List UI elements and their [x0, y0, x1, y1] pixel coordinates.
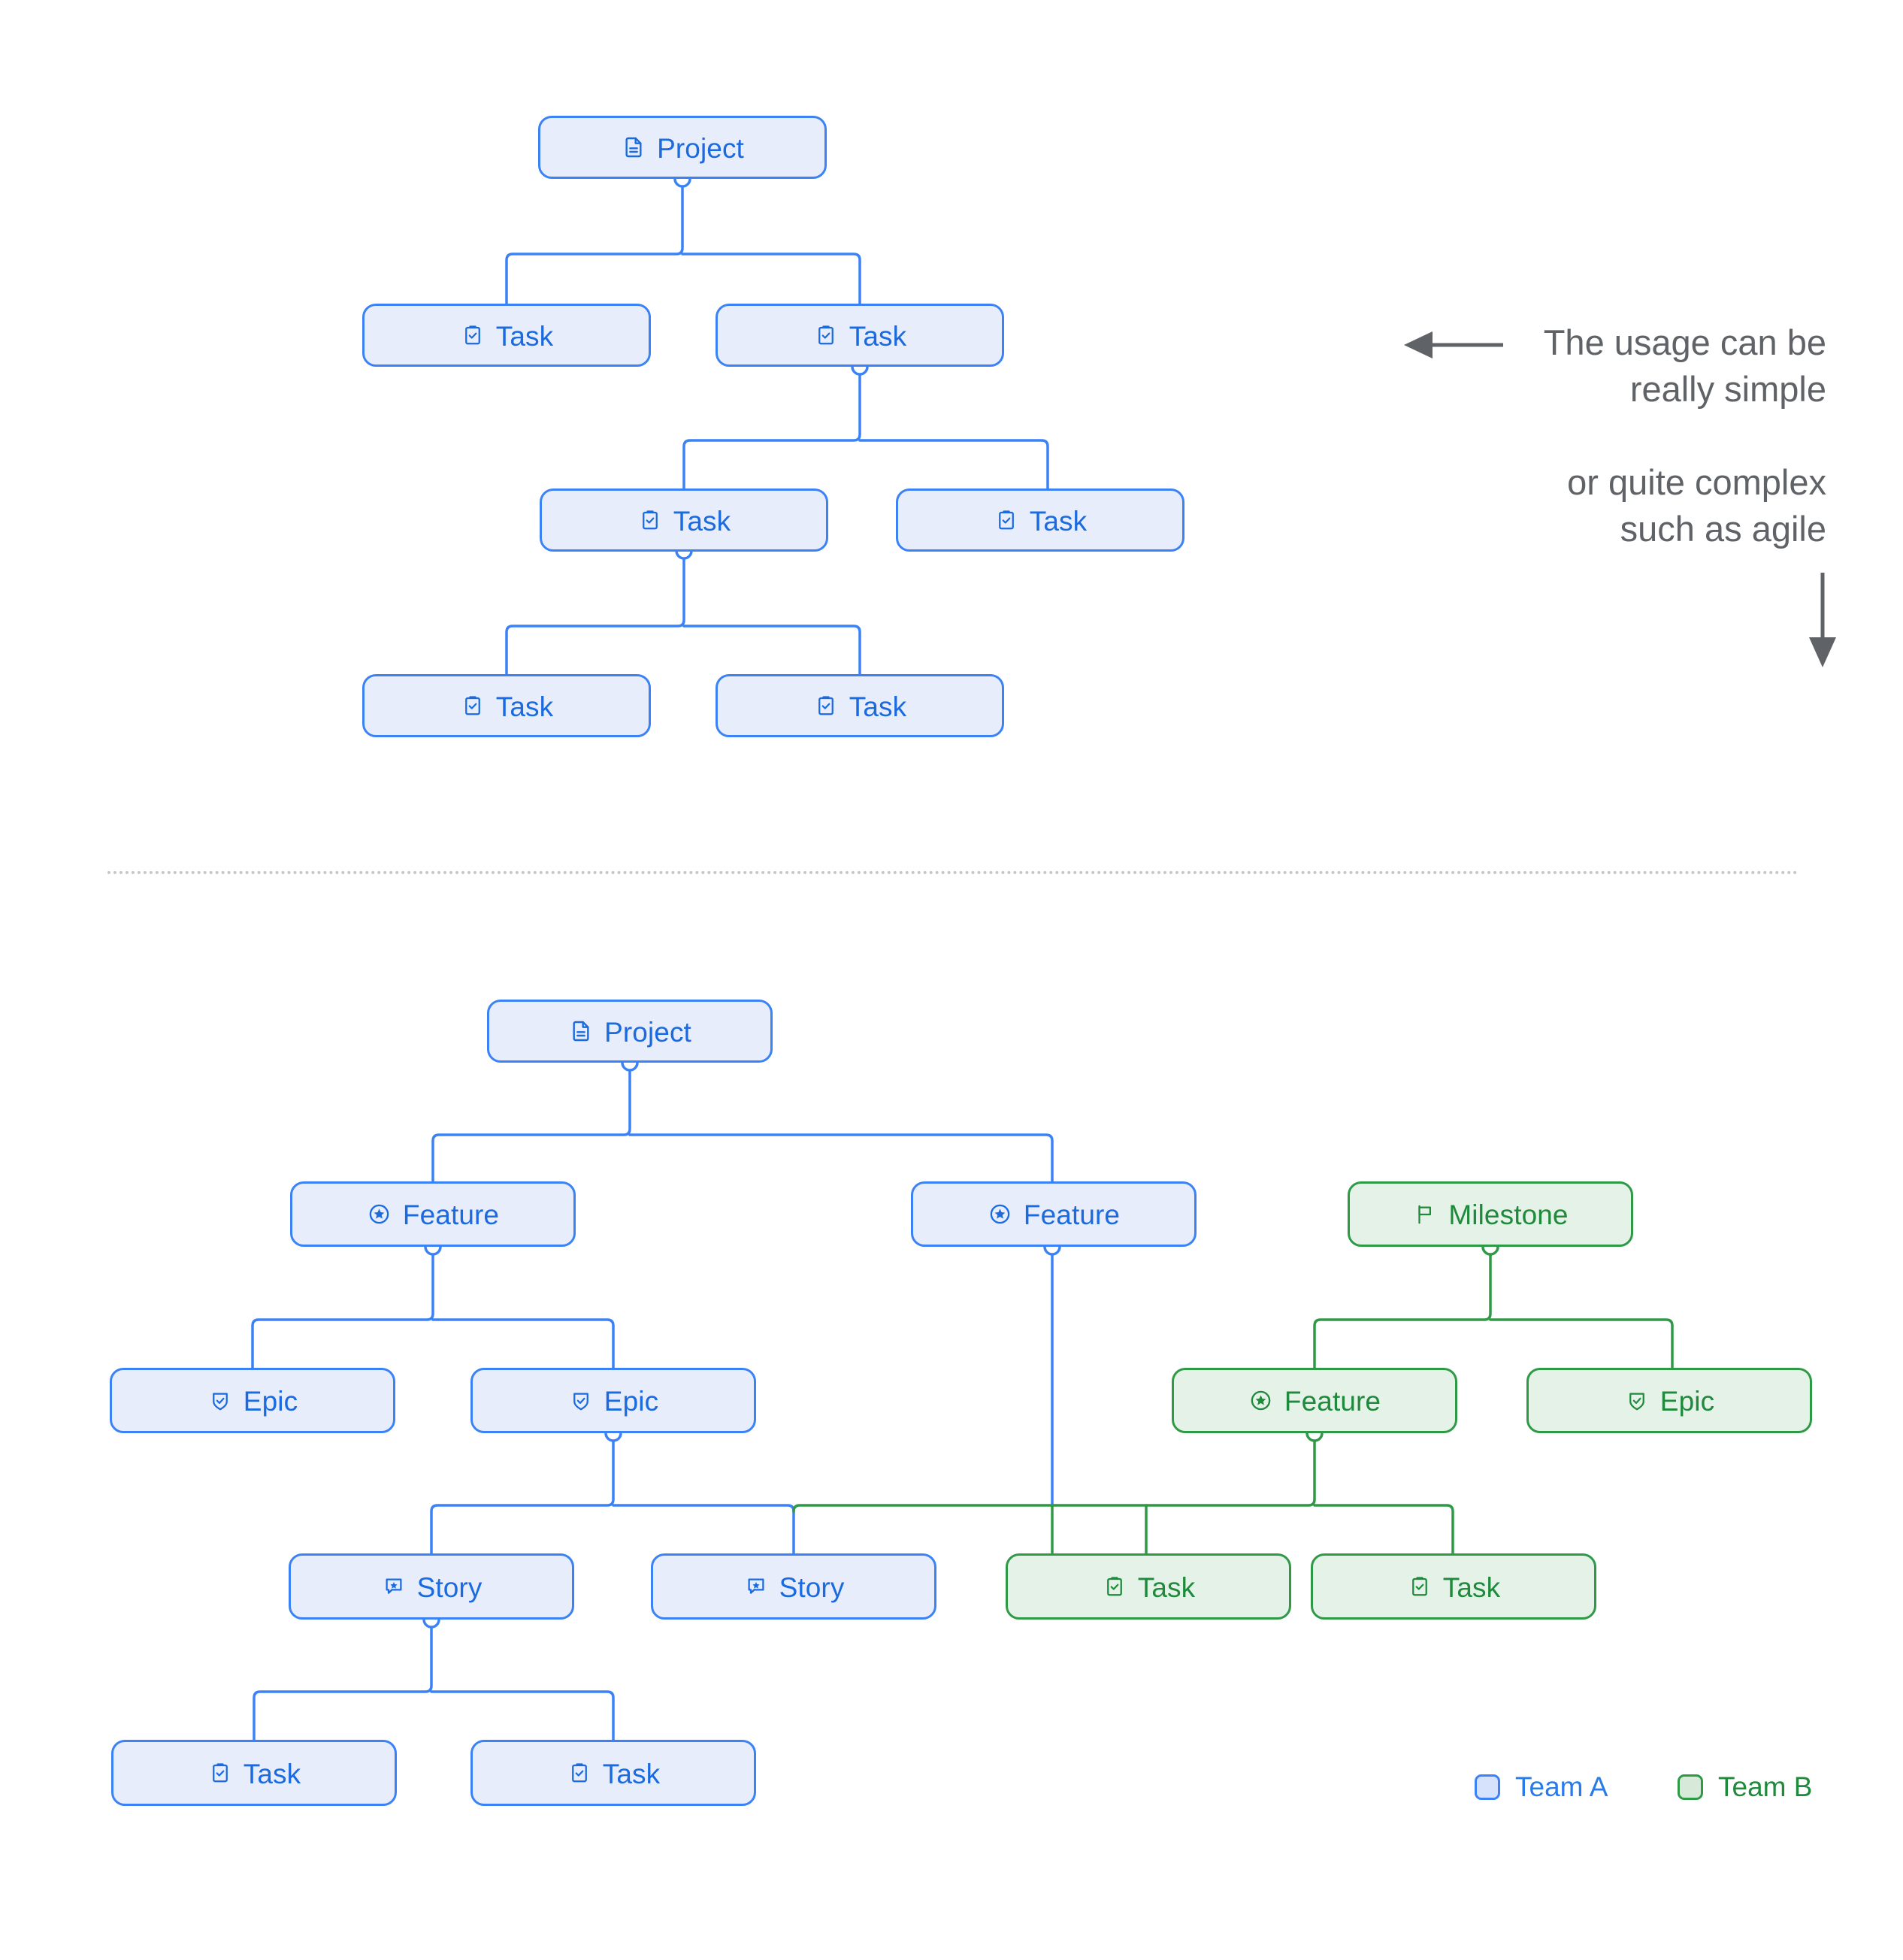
node-task[interactable]: Task — [470, 1740, 756, 1806]
node-story[interactable]: Story — [289, 1553, 574, 1620]
legend-label-team-b: Team B — [1718, 1771, 1813, 1802]
chat-star-icon — [743, 1574, 769, 1599]
node-project[interactable]: Project — [487, 1000, 773, 1063]
node-task[interactable]: Task — [362, 304, 651, 367]
shield-check-icon — [207, 1388, 233, 1414]
node-label: Task — [673, 505, 731, 537]
node-label: Task — [1442, 1571, 1501, 1603]
node-epic[interactable]: Epic — [110, 1368, 395, 1433]
clipboard-check-icon — [813, 693, 839, 718]
legend-swatch-team-a — [1475, 1774, 1500, 1800]
annotation-arrow-down — [1809, 573, 1836, 667]
star-circle-icon — [1248, 1388, 1274, 1414]
node-label: Task — [495, 691, 554, 722]
clipboard-check-icon — [1407, 1574, 1433, 1599]
node-task[interactable]: Task — [716, 674, 1004, 737]
clipboard-check-icon — [460, 322, 486, 348]
node-feature[interactable]: Feature — [1172, 1368, 1457, 1433]
shield-check-icon — [1624, 1388, 1650, 1414]
clipboard-check-icon — [994, 507, 1019, 533]
node-epic[interactable]: Epic — [470, 1368, 756, 1433]
node-label: Project — [604, 1016, 691, 1048]
node-label: Task — [1029, 505, 1088, 537]
clipboard-check-icon — [813, 322, 839, 348]
clipboard-check-icon — [637, 507, 663, 533]
flag-icon — [1412, 1202, 1438, 1227]
chat-star-icon — [381, 1574, 407, 1599]
clipboard-check-icon — [567, 1760, 592, 1786]
node-label: Epic — [243, 1386, 298, 1417]
node-milestone[interactable]: Milestone — [1348, 1181, 1633, 1247]
annotation-text: The usage can be really simple or quite … — [1543, 322, 1826, 549]
node-task[interactable]: Task — [1311, 1553, 1596, 1620]
clipboard-check-icon — [460, 693, 486, 718]
node-label: Epic — [604, 1386, 659, 1417]
node-task[interactable]: Task — [896, 488, 1184, 552]
node-label: Task — [495, 320, 554, 352]
node-task[interactable]: Task — [540, 488, 828, 552]
node-label: Milestone — [1448, 1199, 1569, 1230]
node-task[interactable]: Task — [1006, 1553, 1291, 1620]
node-feature[interactable]: Feature — [911, 1181, 1197, 1247]
node-label: Feature — [1284, 1386, 1381, 1417]
section-divider — [107, 871, 1799, 874]
node-label: Task — [1137, 1571, 1196, 1603]
node-epic[interactable]: Epic — [1526, 1368, 1812, 1433]
node-label: Task — [849, 320, 907, 352]
clipboard-check-icon — [207, 1760, 233, 1786]
star-circle-icon — [988, 1202, 1013, 1227]
node-task[interactable]: Task — [716, 304, 1004, 367]
node-label: Project — [657, 132, 744, 164]
simple-tree-links — [505, 177, 1049, 676]
document-icon — [568, 1018, 594, 1044]
node-story[interactable]: Story — [651, 1553, 936, 1620]
legend-item-team-a[interactable]: Team A — [1475, 1771, 1608, 1803]
star-circle-icon — [367, 1202, 392, 1227]
node-label: Epic — [1659, 1386, 1715, 1417]
legend-swatch-team-b — [1678, 1774, 1703, 1800]
document-icon — [621, 135, 646, 160]
node-feature[interactable]: Feature — [290, 1181, 576, 1247]
legend-item-team-b[interactable]: Team B — [1678, 1771, 1812, 1803]
node-label: Feature — [402, 1199, 500, 1230]
node-label: Task — [602, 1758, 661, 1789]
legend-label-team-a: Team A — [1515, 1771, 1608, 1802]
node-task[interactable]: Task — [111, 1740, 397, 1806]
shield-check-icon — [568, 1388, 594, 1414]
clipboard-check-icon — [1102, 1574, 1127, 1599]
node-label: Feature — [1023, 1199, 1121, 1230]
node-label: Task — [243, 1758, 301, 1789]
node-label: Story — [416, 1571, 483, 1603]
node-label: Story — [779, 1571, 845, 1603]
node-project[interactable]: Project — [538, 116, 827, 179]
node-label: Task — [849, 691, 907, 722]
node-task[interactable]: Task — [362, 674, 651, 737]
